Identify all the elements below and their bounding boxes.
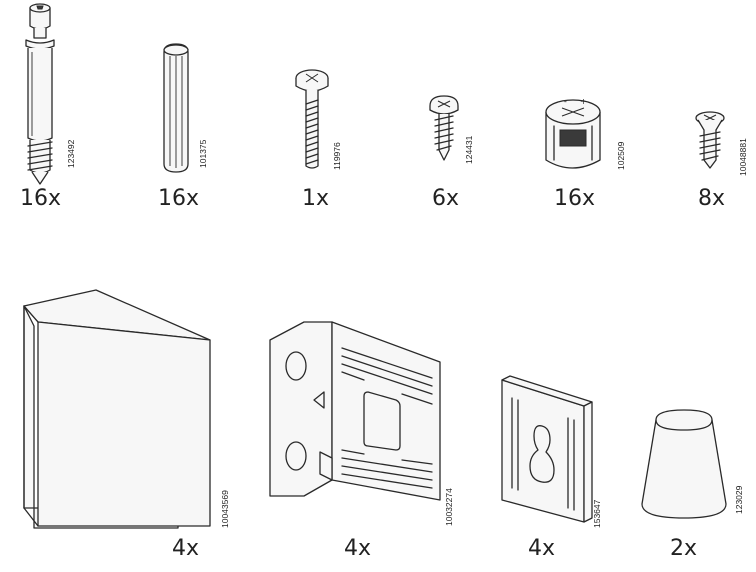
part-cam-lock: - + 16x 102509	[530, 0, 640, 220]
cam-bolt-illustration	[25, 3, 55, 185]
part-foot: 2x 123029	[630, 400, 756, 572]
qty-label: 4x	[528, 536, 556, 561]
qty-label: 4x	[344, 536, 372, 561]
qty-label: 4x	[172, 536, 200, 561]
part-code: 10032274	[444, 488, 454, 526]
qty-label: 6x	[432, 186, 460, 211]
part-short-screw: 8x 10048881	[660, 0, 756, 220]
svg-text:-: -	[564, 97, 567, 106]
part-l-bracket: 4x 10043569	[0, 270, 240, 572]
part-long-bolt: 1x 119976	[280, 0, 380, 220]
dowel-illustration	[163, 43, 189, 173]
part-code: 102509	[616, 141, 626, 170]
qty-label: 2x	[670, 536, 698, 561]
wall-plate-illustration	[501, 375, 593, 523]
part-screw: 6x 124431	[410, 0, 510, 220]
qty-label: 8x	[698, 186, 726, 211]
part-cam-bolt: 16x 123492	[0, 0, 120, 220]
part-wood-dowel: 16x 101375	[140, 0, 240, 220]
l-bracket-illustration	[23, 289, 211, 529]
qty-label: 16x	[554, 186, 596, 211]
cam-lock-illustration: - +	[545, 97, 601, 169]
part-wall-plate: 4x 153647	[480, 360, 620, 572]
qty-label: 16x	[20, 186, 62, 211]
part-code: 119976	[332, 142, 342, 170]
part-code: 153647	[592, 499, 602, 528]
svg-text:+: +	[580, 97, 587, 106]
long-bolt-illustration	[295, 69, 329, 169]
part-code: 123029	[734, 485, 744, 514]
shelf-bracket-illustration	[269, 321, 441, 501]
part-shelf-bracket: 4x 10032274	[260, 300, 460, 572]
qty-label: 16x	[158, 186, 200, 211]
part-code: 10043569	[220, 490, 230, 528]
part-code: 124431	[464, 135, 474, 164]
foot-illustration	[641, 409, 727, 519]
part-code: 10048881	[738, 138, 748, 176]
short-screw-illustration	[695, 111, 725, 169]
screw-illustration	[429, 95, 459, 161]
part-code: 101375	[198, 139, 208, 168]
part-code: 123492	[66, 139, 76, 168]
qty-label: 1x	[302, 186, 330, 211]
